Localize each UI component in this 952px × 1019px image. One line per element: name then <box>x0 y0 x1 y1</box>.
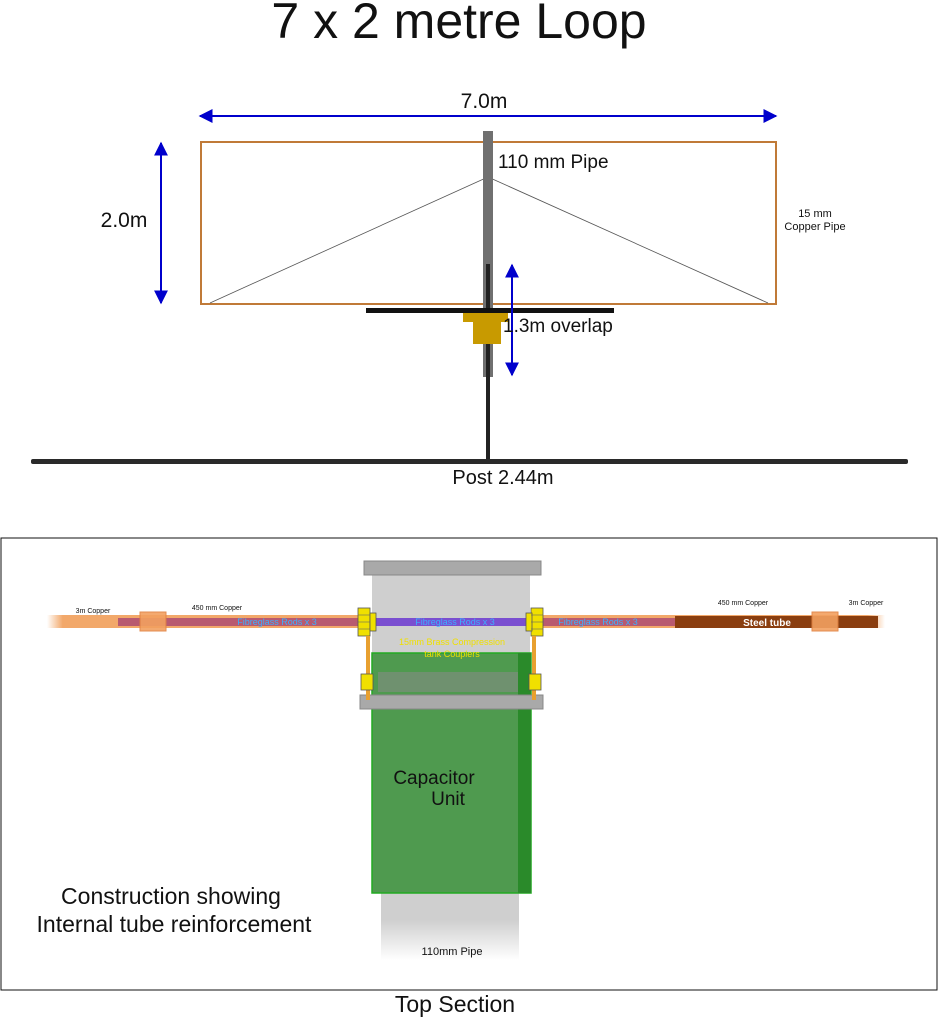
fibreglass-center-label: Fibreglass Rods x 3 <box>415 617 495 627</box>
fibreglass-left-label: Fibreglass Rods x 3 <box>237 617 317 627</box>
post-label: Post 2.44m <box>452 467 553 489</box>
crossbar <box>366 308 614 313</box>
support-line-left <box>209 176 489 304</box>
copper-3m-left-label: 3m Copper <box>76 608 111 615</box>
top-cap-upper <box>363 560 542 576</box>
coupler-right <box>525 607 544 700</box>
width-label: 7.0m <box>461 90 508 113</box>
height-label: 2.0m <box>101 209 148 232</box>
construction-note-line2: Internal tube reinforcement <box>37 911 312 937</box>
top-section-view: Capacitor Unit <box>37 560 885 960</box>
coupler-label-line2: tank Couplers <box>424 649 480 659</box>
copper-3m-right-label: 3m Copper <box>849 600 884 607</box>
coupler-left <box>357 607 377 700</box>
overlap-label: 1.3m overlap <box>503 316 613 337</box>
construction-note-line1: Construction showing <box>61 883 281 909</box>
diagram-title: 7 x 2 metre Loop <box>271 0 646 49</box>
lower-pipe-label: 110mm Pipe <box>422 946 483 958</box>
joint-sleeve-left <box>139 611 167 632</box>
top-cap-lower <box>359 694 544 710</box>
coupler-label-line1: 15mm Brass Compression <box>399 637 505 647</box>
brass-bracket <box>463 313 508 344</box>
capacitor-label-line1: Capacitor <box>393 768 475 789</box>
top-section-caption: Top Section <box>395 991 515 1017</box>
steel-tube-label: Steel tube <box>743 618 791 629</box>
support-line-right <box>487 176 769 304</box>
capacitor-overlay <box>378 672 518 692</box>
fibreglass-rods-center-bar <box>372 618 530 626</box>
copper-450-left-label: 450 mm Copper <box>192 605 243 612</box>
copper-pipe-label-line1: 15 mm <box>798 208 832 220</box>
capacitor-label-line2: Unit <box>431 789 466 810</box>
pipe-label: 110 mm Pipe <box>498 152 609 173</box>
ground-line <box>31 459 908 464</box>
vertical-110mm-pipe <box>483 131 493 377</box>
copper-pipe-label-line2: Copper Pipe <box>784 221 845 233</box>
elevation-view: 7.0m 2.0m 110 mm Pipe 1.3m overlap 15 mm… <box>31 90 908 489</box>
joint-sleeve-right <box>811 611 839 632</box>
copper-450-right-label: 450 mm Copper <box>718 600 769 607</box>
post <box>486 264 490 462</box>
fibreglass-right-label: Fibreglass Rods x 3 <box>558 617 638 627</box>
capacitor-unit <box>371 652 532 894</box>
fibreglass-rods-left-bar <box>118 618 362 626</box>
fibreglass-rods-right-bar <box>540 618 675 626</box>
capacitor-unit-edge <box>518 653 531 893</box>
